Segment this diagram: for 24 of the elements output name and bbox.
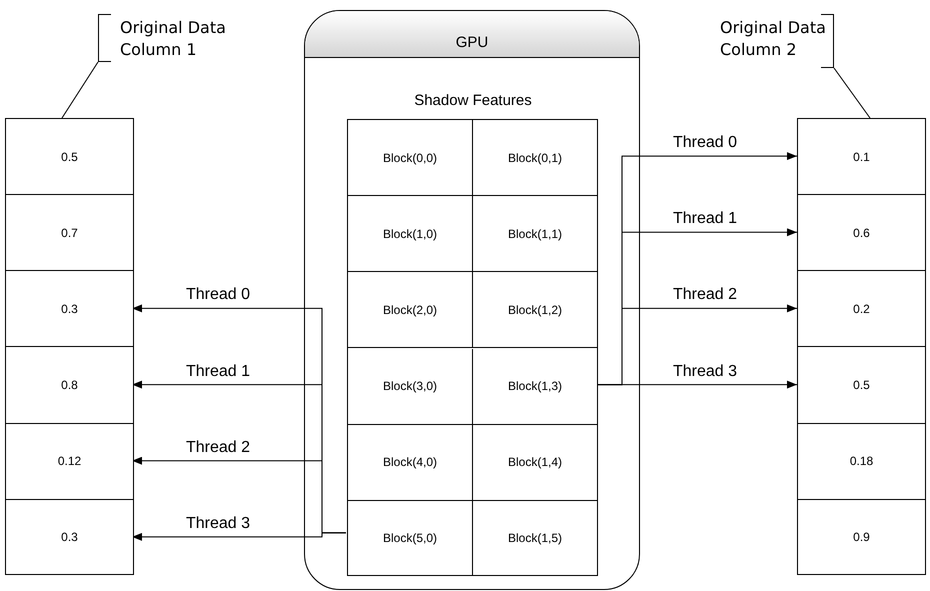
edge-label: Thread 1 <box>186 362 250 381</box>
arrow <box>596 380 798 389</box>
edge-label: Thread 2 <box>186 438 250 457</box>
value-cell: 0.12 <box>6 424 133 500</box>
block-cell: Block(0,0) <box>348 120 473 196</box>
data-column <box>5 118 134 575</box>
data-column <box>797 118 926 575</box>
edge-label: Thread 3 <box>673 362 738 381</box>
arrow <box>132 532 346 541</box>
edge-label: Thread 0 <box>186 286 250 304</box>
leader-line <box>62 62 98 118</box>
grid-heading: Shadow Features <box>413 92 533 109</box>
edge-label: Thread 3 <box>186 514 250 533</box>
edge-label: Thread 0 <box>673 134 738 152</box>
block-cell: Block(1,0) <box>348 196 473 272</box>
block-cell: Block(3,0) <box>348 348 473 425</box>
edge-label: Thread 2 <box>673 286 738 304</box>
block-cell: Block(2,0) <box>348 272 473 348</box>
value-cell: 0.18 <box>798 424 925 500</box>
leader-line <box>834 68 870 118</box>
header-band: GPU <box>305 11 639 58</box>
gpu-panel <box>304 10 640 590</box>
edge-label: Thread 1 <box>673 210 738 228</box>
block-cell: Block(4,0) <box>348 424 473 501</box>
